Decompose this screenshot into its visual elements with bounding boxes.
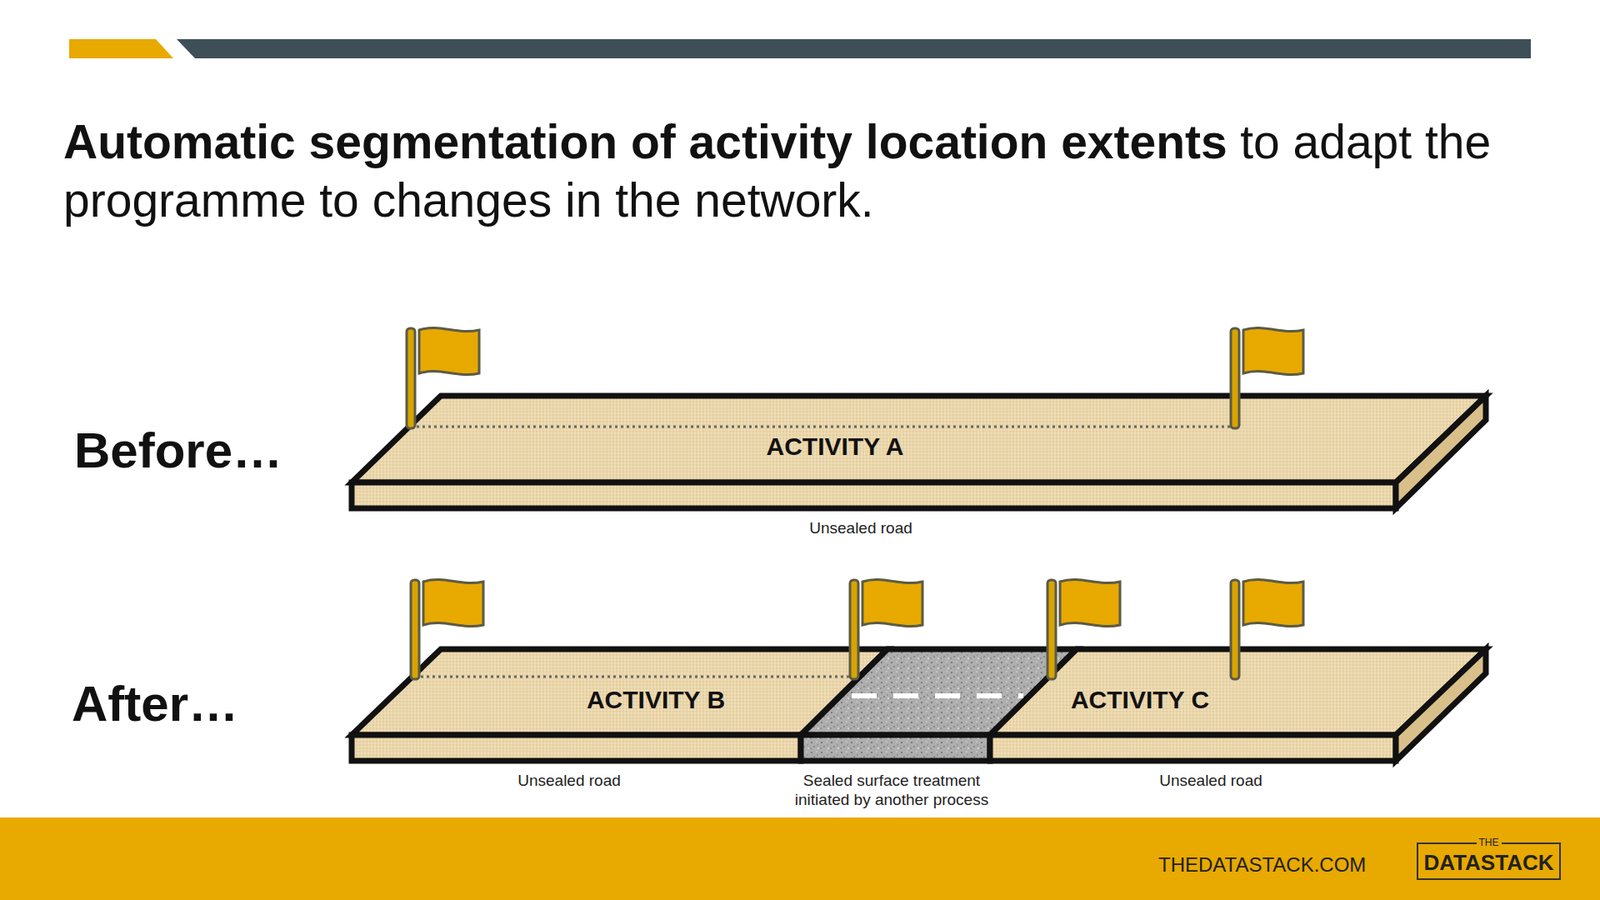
footer-band bbox=[0, 817, 1600, 900]
activity-label: ACTIVITY C bbox=[1070, 685, 1210, 715]
surface-label: Unsealed road bbox=[1159, 771, 1263, 790]
activity-label: ACTIVITY A bbox=[765, 432, 904, 461]
row-label: Before… bbox=[74, 421, 283, 480]
website-url: THEDATASTACK.COM bbox=[1158, 853, 1366, 877]
flag-cloth bbox=[1243, 579, 1304, 626]
slide-title: Automatic segmentation of activity locat… bbox=[63, 113, 1555, 230]
logo-word: DATASTACK bbox=[1424, 850, 1555, 876]
flag-pole bbox=[1230, 580, 1240, 680]
logo-small: THE bbox=[1476, 836, 1502, 849]
surface-label: Unsealed road bbox=[517, 771, 621, 790]
road-slab-after bbox=[351, 649, 1486, 761]
extent-line bbox=[415, 675, 855, 679]
road-segment: ACTIVITY BUnsealed road bbox=[351, 649, 888, 761]
activity-label: ACTIVITY B bbox=[586, 685, 725, 715]
flag-cloth bbox=[1243, 327, 1304, 375]
road-segment: ACTIVITY AUnsealed road bbox=[351, 395, 1486, 509]
flag-pole bbox=[1047, 580, 1056, 680]
logo-box: THEDATASTACK bbox=[1416, 842, 1561, 880]
flag-markers bbox=[406, 327, 1304, 680]
flag-cloth bbox=[862, 579, 923, 626]
title-bold: Automatic segmentation of activity locat… bbox=[63, 115, 1228, 169]
extent-line bbox=[410, 425, 1235, 429]
accent-bar bbox=[69, 39, 174, 59]
flag-pole bbox=[406, 328, 415, 429]
flag-pole bbox=[410, 580, 420, 680]
road-slab-before bbox=[351, 395, 1486, 509]
flag-pole bbox=[850, 580, 859, 680]
centre-line bbox=[851, 693, 1024, 699]
sealed-segment: Sealed surface treatment initiated by an… bbox=[800, 649, 1077, 761]
surface-label: Sealed surface treatment initiated by an… bbox=[775, 771, 1009, 810]
road-segment: ACTIVITY CUnsealed road bbox=[990, 649, 1486, 761]
row-label: After… bbox=[71, 675, 239, 733]
flag-pole bbox=[1230, 328, 1240, 429]
header-bar bbox=[176, 39, 1531, 59]
flag-cloth bbox=[423, 579, 484, 626]
flag-cloth bbox=[1060, 579, 1120, 626]
flag-cloth bbox=[419, 327, 480, 375]
surface-label: Unsealed road bbox=[809, 519, 913, 538]
